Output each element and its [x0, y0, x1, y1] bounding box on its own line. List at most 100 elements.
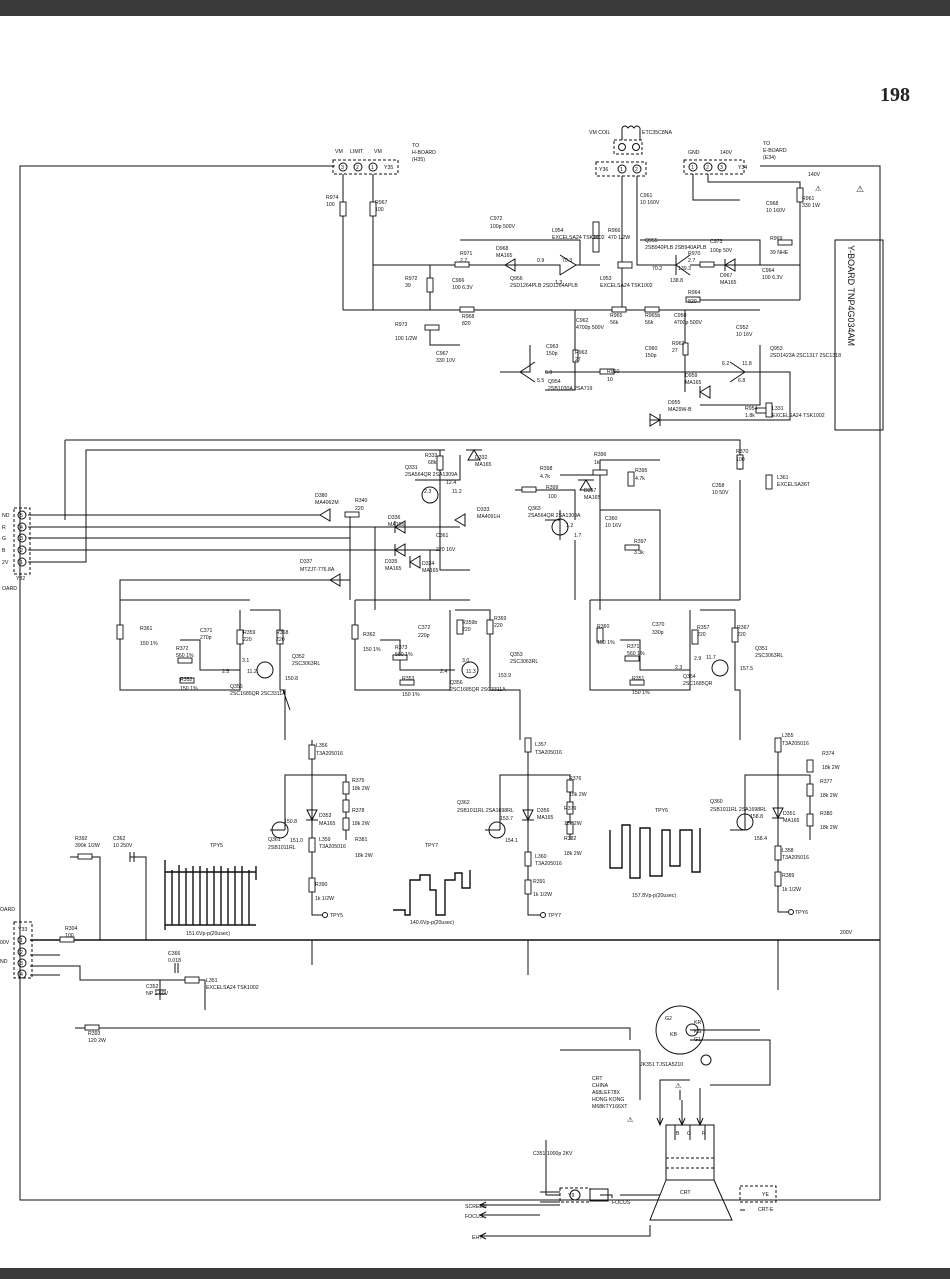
component-label: Y9	[568, 1193, 574, 1199]
label-r969: R969	[770, 236, 783, 242]
component-label: Q362	[457, 800, 470, 806]
schematic-stroke	[739, 1185, 777, 1203]
label-r965: R965	[610, 313, 623, 319]
label-c960: C960	[645, 346, 658, 352]
component-label: 18k 2W	[569, 792, 587, 798]
component-label: 157.5	[740, 666, 753, 672]
component-label: 220	[697, 632, 706, 638]
vm-connector-ref: Y36	[599, 167, 608, 173]
value-c960: 150p	[645, 353, 657, 359]
schematic-stroke	[569, 1189, 581, 1201]
component-label: L359	[319, 837, 331, 843]
value-r962: 27	[672, 348, 678, 354]
component-label: 2SB1011RL 2SA1698RL	[710, 807, 767, 813]
component-label: 4.7k	[635, 476, 645, 482]
label-d968: D968	[496, 246, 509, 252]
schematic-stroke	[415, 450, 470, 571]
value-r961: 330 1W	[802, 203, 820, 209]
d337-symbol	[329, 573, 341, 587]
schematic-stroke	[276, 629, 284, 645]
component-label: 2SB1011RL 2SA1698RL	[457, 808, 514, 814]
label-r973: R973	[395, 322, 408, 328]
component-label: 2SA564QR 2SA1309A	[405, 472, 458, 478]
schematic-stroke	[308, 877, 316, 893]
component-label: MA165	[385, 566, 402, 572]
schematic-stroke	[368, 162, 378, 172]
value-r964: 820	[688, 299, 697, 305]
power-section-labels: R392 390k 1/2W C362 10 250V R304 100 C36…	[65, 836, 259, 1044]
component-label: 10 50V	[712, 490, 729, 496]
value-c968: 10 160V	[766, 208, 786, 214]
schematic-stroke	[617, 164, 627, 174]
schematic-stroke	[618, 143, 626, 151]
component-label: 11.2	[247, 669, 257, 675]
e-label-gnd: GND	[688, 150, 700, 156]
value-l331: EXCELSA24 TSK1002	[772, 413, 825, 419]
component-label: 1k 1/2W	[315, 896, 334, 902]
schematic-stroke	[342, 799, 350, 813]
component-label: G	[2, 536, 6, 542]
value-r973: 100 1/2W	[395, 336, 417, 342]
d959-symbol	[699, 385, 711, 399]
value-c964: 100 6.3V	[762, 275, 783, 281]
schematic-stroke	[500, 345, 531, 373]
schematic-stroke	[342, 817, 350, 831]
component-label: 18k 2W	[822, 765, 840, 771]
component-label: 560 1%	[627, 651, 645, 657]
v-139-3: 139.3	[678, 266, 691, 272]
label-q954: Q954	[548, 379, 561, 385]
component-label: CRT	[592, 1076, 603, 1082]
schematic-stroke	[84, 1024, 100, 1031]
r340-body	[344, 511, 360, 518]
component-label: R352	[180, 677, 193, 683]
label-r961: R961	[802, 196, 815, 202]
schematic-stroke	[59, 936, 75, 943]
component-label: L361	[777, 475, 789, 481]
component-label: Q352	[292, 654, 305, 660]
component-label: 220	[243, 637, 252, 643]
r960-body	[599, 368, 615, 375]
d332-symbol	[466, 449, 482, 461]
schematic-stroke	[524, 851, 532, 867]
component-label: T3A205016	[316, 751, 343, 757]
schematic-stroke	[560, 1039, 771, 1100]
schematic-stroke	[624, 655, 640, 662]
component-label: KG	[694, 1029, 702, 1035]
component-label: 2SC3063RL	[292, 661, 320, 667]
component-label: 158.8	[750, 814, 763, 820]
component-label: 2SC1685QR 2SC3311A	[230, 691, 286, 697]
component-label: Q363	[528, 506, 541, 512]
component-label: 18k 2W	[352, 821, 370, 827]
schematic-stroke	[17, 533, 27, 543]
component-label: 3.1	[242, 658, 249, 664]
component-label: D357	[584, 488, 597, 494]
board-title-frame	[834, 239, 884, 431]
d336-symbol	[394, 520, 406, 534]
label-c973: C973	[710, 239, 723, 245]
component-label: TPY6	[655, 808, 668, 814]
output-stage-labels: L356 T3A205016 R375 18k 2W D353 MA165 R3…	[268, 733, 840, 902]
component-label: 200V	[840, 930, 853, 936]
component-label: R368	[276, 630, 289, 636]
h-dest-3: (H35)	[412, 157, 425, 163]
schematic-stroke	[256, 661, 274, 679]
component-label: 5	[20, 513, 23, 519]
component-label: ND	[2, 513, 10, 519]
value-c962: 4700p 500V	[576, 325, 605, 331]
schematic-stroke	[774, 871, 782, 887]
component-label: MA165	[475, 462, 492, 468]
v-70-2: 70.2	[652, 266, 662, 272]
component-label: R389	[782, 873, 795, 879]
component-label: SCREEN	[465, 1204, 487, 1210]
schematic-stroke	[729, 361, 746, 383]
vm-pin-2: 2	[635, 167, 638, 173]
driver-stage-labels: R361 150 1% C371 270p R372 560 1% R359 2…	[140, 616, 783, 698]
component-label: C352	[146, 984, 159, 990]
schematic-stroke	[75, 1027, 631, 1040]
component-label: 1k	[594, 460, 600, 466]
component-label: R393	[88, 1031, 101, 1037]
component-label: ⚠	[627, 1116, 633, 1124]
schematic-stroke	[772, 807, 784, 820]
value-c961: 10 160V	[640, 200, 660, 206]
component-label: 4	[20, 972, 23, 978]
